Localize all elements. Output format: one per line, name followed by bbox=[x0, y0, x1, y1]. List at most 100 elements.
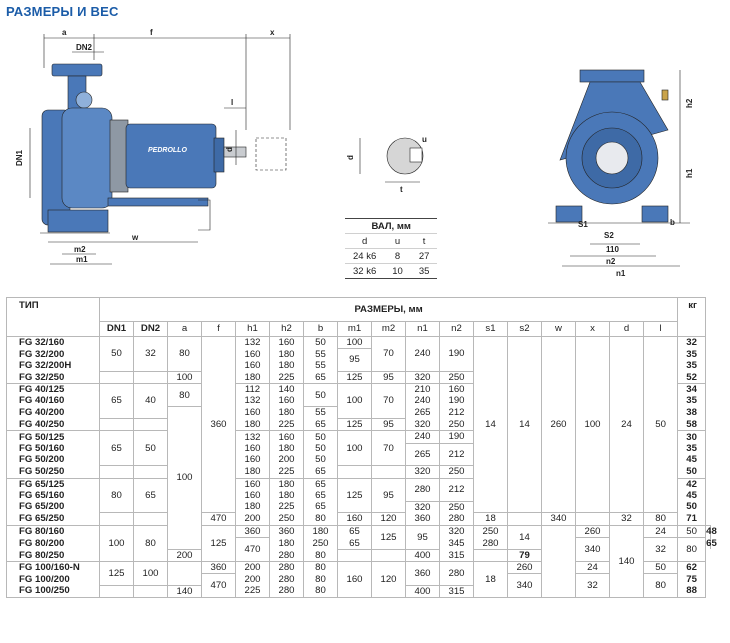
dim-label-f: f bbox=[150, 28, 153, 37]
cell-b: 65 bbox=[303, 477, 338, 490]
dim-label-m2: m2 bbox=[74, 245, 86, 254]
shaft-header-u: u bbox=[384, 233, 411, 249]
cell-l: 50 bbox=[642, 335, 679, 514]
col-d: d bbox=[609, 321, 644, 337]
cell-a: 140 bbox=[167, 584, 202, 599]
cell-h2: 180 bbox=[269, 406, 304, 419]
col-w: w bbox=[541, 321, 576, 337]
table-row: FG 40/125 65 40 80 112 140 50 100 70 210… bbox=[6, 383, 711, 420]
cell-h1: 360 bbox=[269, 524, 304, 538]
cell-h2: 180 bbox=[269, 477, 304, 490]
type-cell: FG 32/200H bbox=[6, 360, 100, 372]
cell-kg: 88 bbox=[677, 585, 707, 599]
table-row: FG 50/200 160 200 50 45 bbox=[6, 454, 711, 466]
table-row: FG 32/160 50 32 80 360 132 160 50 100 70… bbox=[6, 335, 711, 514]
table-row: FG 50/160 160 180 50 265 212 35 bbox=[6, 442, 711, 467]
cell-kg: 35 bbox=[677, 360, 707, 372]
type-cell: FG 40/160 bbox=[6, 395, 100, 407]
cell-dn2-empty bbox=[133, 371, 168, 385]
table-row: FG 65/160 160 180 65 45 bbox=[6, 489, 711, 502]
dim-label-dn1: DN1 bbox=[15, 149, 24, 166]
cell-h1: 180 bbox=[235, 501, 270, 513]
dim-label-dn2: DN2 bbox=[76, 43, 93, 52]
cell-m1-empty bbox=[337, 465, 372, 479]
cell-b: 65 bbox=[303, 489, 338, 502]
cell-w: 340 bbox=[507, 573, 542, 599]
cell-x: 140 bbox=[609, 524, 644, 599]
cell-m2: 70 bbox=[371, 336, 406, 372]
cell-h1: 160 bbox=[235, 489, 270, 502]
cell-s1: 14 bbox=[473, 335, 508, 514]
pump-front-view bbox=[548, 69, 690, 267]
cell-h2: 140 bbox=[269, 383, 304, 396]
cell-b: 80 bbox=[303, 561, 338, 574]
cell-dn1-empty bbox=[99, 585, 134, 599]
cell-h2: 225 bbox=[269, 371, 304, 384]
cell-b: 50 bbox=[303, 430, 338, 444]
col-n1: n1 bbox=[405, 321, 440, 337]
cell-f: 470 bbox=[201, 512, 236, 526]
cell-d: 24 bbox=[642, 524, 679, 538]
cell-l: 50 bbox=[677, 524, 707, 538]
cell-h2: 180 bbox=[269, 489, 304, 502]
cell-n1: 320 bbox=[405, 370, 440, 384]
cell-kg: 50 bbox=[677, 465, 707, 479]
cell-b: 55 bbox=[303, 360, 338, 372]
cell-h1: 180 bbox=[269, 537, 304, 550]
brand-logo: PEDROLLO bbox=[148, 147, 187, 154]
cell-n2: 315 bbox=[439, 584, 474, 599]
col-a: a bbox=[167, 321, 202, 337]
table-row: FG 80/160 100 80 125 360 360 180 65 125 … bbox=[6, 524, 717, 599]
cell-n2: 250 bbox=[439, 370, 474, 384]
cell-kg: 71 bbox=[677, 512, 707, 526]
cell-h1: 160 bbox=[235, 360, 270, 372]
cell-dn2: 80 bbox=[133, 524, 168, 563]
cell-m2: 95 bbox=[405, 524, 440, 550]
cell-n2: 280 bbox=[473, 537, 508, 550]
cell-h1: 200 bbox=[235, 561, 270, 574]
pump-side-view bbox=[29, 34, 291, 265]
cell-dn2: 50 bbox=[133, 430, 168, 467]
type-cell: FG 32/250 bbox=[6, 371, 100, 384]
table-row: FG 50/125 65 50 132 160 50 100 70 240 19… bbox=[6, 430, 711, 467]
col-l: l bbox=[642, 321, 679, 337]
cell-b: 80 bbox=[303, 549, 338, 562]
dimensions-table: ТИП РАЗМЕРЫ, мм кг DN1 DN2 a f h1 h2 b m… bbox=[6, 297, 717, 599]
cell-n2: 250 bbox=[439, 501, 474, 513]
cell-m2-empty bbox=[371, 465, 406, 479]
cell-a: 80 bbox=[167, 383, 202, 408]
cell-b: 80 bbox=[303, 573, 338, 586]
dim-label-110: 110 bbox=[606, 245, 619, 254]
dim-label-n2: n2 bbox=[606, 257, 616, 266]
col-h2: h2 bbox=[269, 321, 304, 337]
cell-b: 50 bbox=[303, 335, 338, 349]
cell-m2-empty bbox=[371, 548, 406, 562]
cell-m1: 100 bbox=[337, 383, 372, 420]
cell-n2: 190 bbox=[439, 336, 474, 372]
cell-d: 32 bbox=[642, 537, 679, 563]
cell-b: 65 bbox=[303, 465, 338, 479]
dim-label-h2: h2 bbox=[685, 98, 694, 108]
cell-n1: 320 bbox=[405, 418, 440, 431]
table-row: FG 40/200 100 160 180 55 265 212 38 bbox=[6, 406, 711, 550]
cell-l: 80 bbox=[642, 512, 679, 526]
cell-b: 50 bbox=[303, 454, 338, 466]
type-cell: FG 40/250 bbox=[6, 418, 100, 431]
cell-f: 470 bbox=[235, 537, 270, 563]
cell-n2: 190 bbox=[439, 430, 474, 444]
table-row: FG 100/250 140 225 280 80 400 315 88 bbox=[6, 584, 711, 599]
cell-b: 65 bbox=[303, 371, 338, 384]
cell-dn2-empty bbox=[133, 465, 168, 479]
cell-m2: 120 bbox=[371, 512, 406, 526]
cell-b: 65 bbox=[337, 524, 372, 538]
cell-dn2-empty bbox=[133, 418, 168, 432]
cell-kg: 38 bbox=[677, 406, 707, 419]
cell-n2: 280 bbox=[439, 512, 474, 526]
cell-d: 24 bbox=[575, 561, 610, 574]
cell-dn1: 100 bbox=[99, 524, 134, 563]
cell-kg: 42 bbox=[677, 477, 707, 490]
cell-f: 360 bbox=[235, 524, 270, 538]
table-row: FG 65/250 470 200 250 80 160 120 360 280… bbox=[6, 512, 711, 526]
type-cell: FG 100/200 bbox=[6, 573, 100, 586]
cell-m2: 95 bbox=[371, 418, 406, 431]
